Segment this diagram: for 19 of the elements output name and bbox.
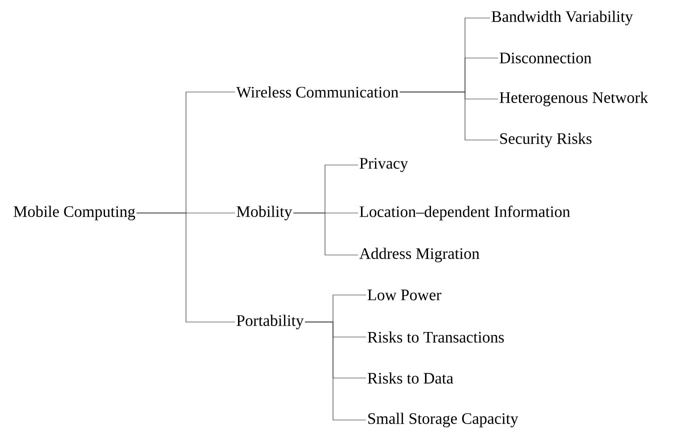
tree-label: Heterogenous Network <box>500 92 648 106</box>
tree-label: Address Migration <box>359 248 480 262</box>
tree-label: Portability <box>236 314 304 330</box>
bracket-line <box>304 322 366 420</box>
tree-label: Low Power <box>368 290 442 300</box>
tree-label: Risks to Data <box>368 372 454 384</box>
tree-label: Privacy <box>360 158 408 172</box>
tree-label: Small Storage Capacity <box>368 412 518 428</box>
tree-label: Location–dependent Information <box>360 206 570 220</box>
tree-label: Mobility <box>236 206 292 220</box>
bracket-line <box>293 212 358 256</box>
tree-label: Bandwidth Variability <box>492 10 633 26</box>
tree-label: Mobile Computing <box>14 206 136 220</box>
bracket-line <box>136 212 236 322</box>
tree-label: Security Risks <box>500 132 592 148</box>
tree-label: Risks to Transactions <box>368 331 504 343</box>
tree-label: Wireless Communication <box>236 86 398 98</box>
tree-label: Disconnection <box>500 52 592 64</box>
bracket-line <box>400 92 498 140</box>
